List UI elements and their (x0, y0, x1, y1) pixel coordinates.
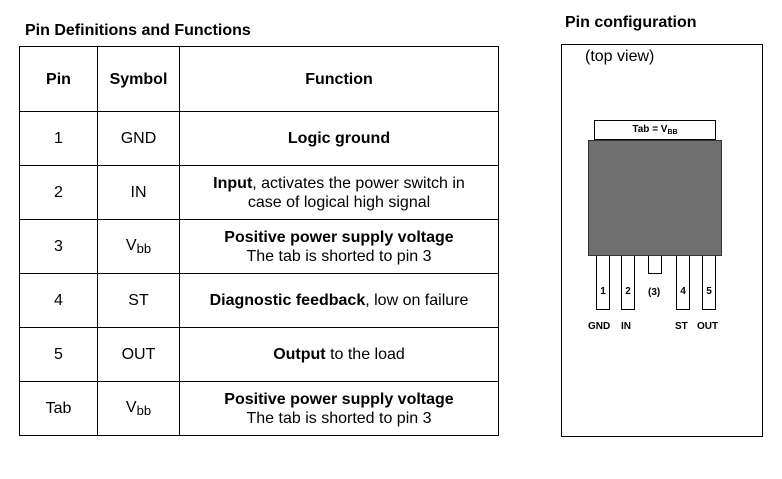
function-bold: Input (213, 174, 253, 192)
function-cell: Input, activates the power switch in cas… (179, 165, 499, 220)
pin-configuration-diagram: (top view) Tab = VBB 1 2 (3) 4 5 GND IN … (561, 44, 763, 437)
pin-number: 5 (706, 286, 712, 297)
pin-name-st: ST (675, 321, 688, 332)
symbol-cell: OUT (97, 327, 180, 382)
function-bold: Diagnostic feedback (209, 292, 366, 309)
pin-configuration-heading: Pin configuration (565, 14, 697, 31)
function-rest: , low on failure (365, 292, 469, 309)
symbol-main: V (125, 398, 137, 416)
symbol-cell: Vbb (97, 219, 180, 274)
function-line2: case of logical high signal (247, 193, 431, 211)
pin-lead-5: 5 (702, 256, 716, 310)
function-cell: Positive power supply voltage The tab is… (179, 381, 499, 436)
pin-name-in: IN (621, 321, 631, 332)
tab-label-sub: BB (667, 129, 678, 136)
header-symbol: Symbol (97, 46, 180, 112)
pin-number: 1 (600, 286, 606, 297)
symbol-cell: IN (97, 165, 180, 220)
pin-definitions-table: Pin Symbol Function 1 GND Logic ground 2… (19, 46, 499, 436)
table-row: Tab Vbb Positive power supply voltage Th… (19, 381, 499, 436)
function-cell: Diagnostic feedback, low on failure (179, 273, 499, 328)
pin-lead-2: 2 (621, 256, 635, 310)
function-bold: Positive power supply voltage (224, 390, 454, 408)
symbol-sub: bb (136, 240, 152, 256)
function-rest: , activates the power switch in (252, 174, 465, 192)
pin-lead-4: 4 (676, 256, 690, 310)
pin-cell: Tab (19, 381, 98, 436)
table-row: 3 Vbb Positive power supply voltage The … (19, 219, 499, 274)
header-function: Function (179, 46, 499, 112)
symbol-main: V (125, 236, 137, 254)
symbol-cell: GND (97, 111, 180, 166)
symbol-cell: ST (97, 273, 180, 328)
pin-number: 2 (625, 286, 631, 297)
table-header-row: Pin Symbol Function (19, 46, 499, 112)
pin-cell: 2 (19, 165, 98, 220)
tab-label: Tab = V (632, 124, 668, 135)
header-pin: Pin (19, 46, 98, 112)
table-row: 2 IN Input, activates the power switch i… (19, 165, 499, 220)
table-row: 5 OUT Output to the load (19, 327, 499, 382)
top-view-label: (top view) (585, 48, 655, 65)
pin-cell: 5 (19, 327, 98, 382)
function-line2: The tab is shorted to pin 3 (246, 247, 432, 265)
package-body (588, 140, 722, 256)
function-bold: Positive power supply voltage (224, 228, 454, 246)
function-cell: Logic ground (179, 111, 499, 166)
table-row: 1 GND Logic ground (19, 111, 499, 166)
package-tab: Tab = VBB (594, 120, 716, 140)
pin-lead-3-cut (648, 256, 662, 274)
function-line2: The tab is shorted to pin 3 (246, 409, 432, 427)
function-rest: to the load (325, 346, 405, 363)
pin-lead-1: 1 (596, 256, 610, 310)
pin-number-3: (3) (648, 287, 661, 298)
function-cell: Positive power supply voltage The tab is… (179, 219, 499, 274)
function-bold: Logic ground (287, 130, 391, 147)
symbol-sub: bb (136, 402, 152, 418)
pin-cell: 1 (19, 111, 98, 166)
function-bold: Output (273, 346, 326, 363)
pin-cell: 3 (19, 219, 98, 274)
table-row: 4 ST Diagnostic feedback, low on failure (19, 273, 499, 328)
pin-cell: 4 (19, 273, 98, 328)
pin-name-out: OUT (697, 321, 719, 332)
pin-number: 4 (680, 286, 686, 297)
function-cell: Output to the load (179, 327, 499, 382)
symbol-cell: Vbb (97, 381, 180, 436)
pin-definitions-heading: Pin Definitions and Functions (25, 22, 251, 39)
pin-name-gnd: GND (588, 321, 611, 332)
